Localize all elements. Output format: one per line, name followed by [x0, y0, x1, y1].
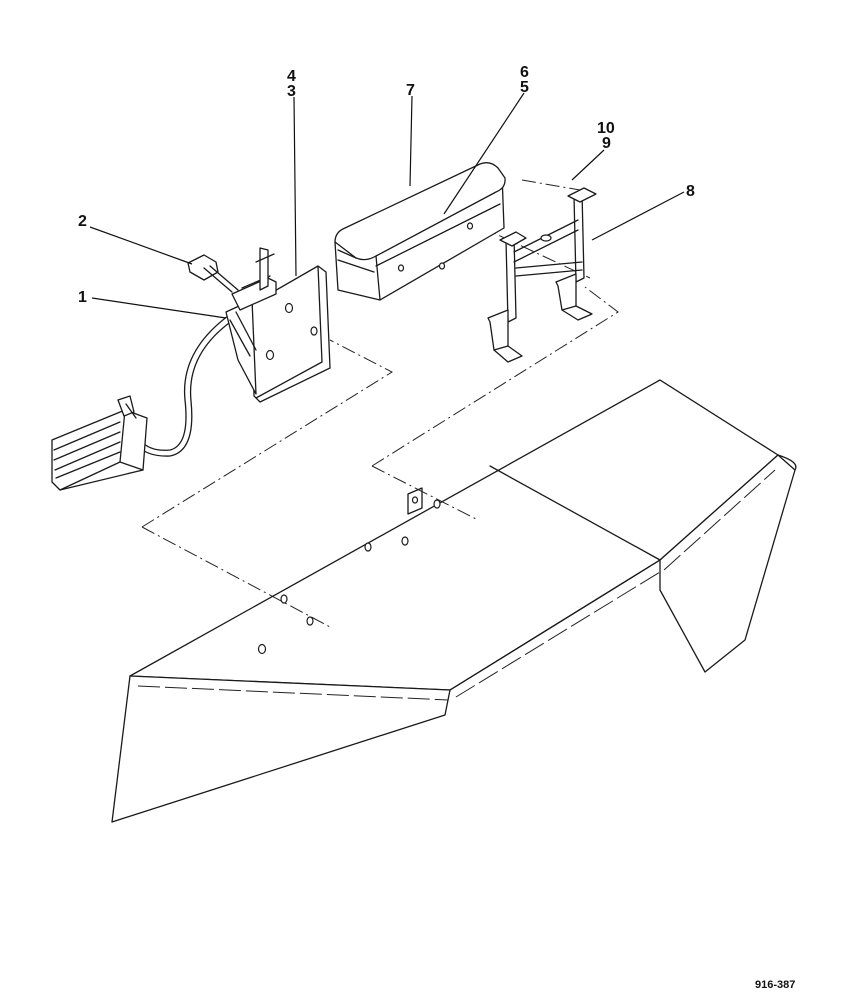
callout-1: 1 [78, 289, 87, 306]
mounting-hole [280, 594, 288, 604]
mounting-hole [401, 536, 409, 546]
callout-numbers: 1 2 4 3 7 6 5 10 9 8 [78, 64, 695, 306]
callout-4: 4 [287, 68, 296, 85]
callout-2: 2 [78, 213, 87, 230]
callout-8: 8 [686, 183, 695, 200]
battery-box [334, 162, 506, 301]
mounting-plate-assembly [187, 247, 331, 403]
callout-3: 3 [287, 83, 296, 100]
mounting-hole [433, 499, 441, 509]
callout-7: 7 [406, 82, 415, 99]
drawing-reference-number: 916-387 [755, 979, 795, 991]
callout-10: 10 [597, 120, 615, 137]
callout-5: 5 [520, 79, 529, 96]
mounting-hole [306, 616, 314, 626]
fender-panel [111, 379, 797, 823]
cable-assembly [51, 312, 237, 491]
callout-6: 6 [520, 64, 529, 81]
leader-lines [89, 92, 685, 319]
battery-bracket [487, 187, 597, 363]
callout-9: 9 [602, 135, 611, 152]
mounting-hole [257, 643, 267, 655]
mounting-hole [364, 542, 372, 552]
